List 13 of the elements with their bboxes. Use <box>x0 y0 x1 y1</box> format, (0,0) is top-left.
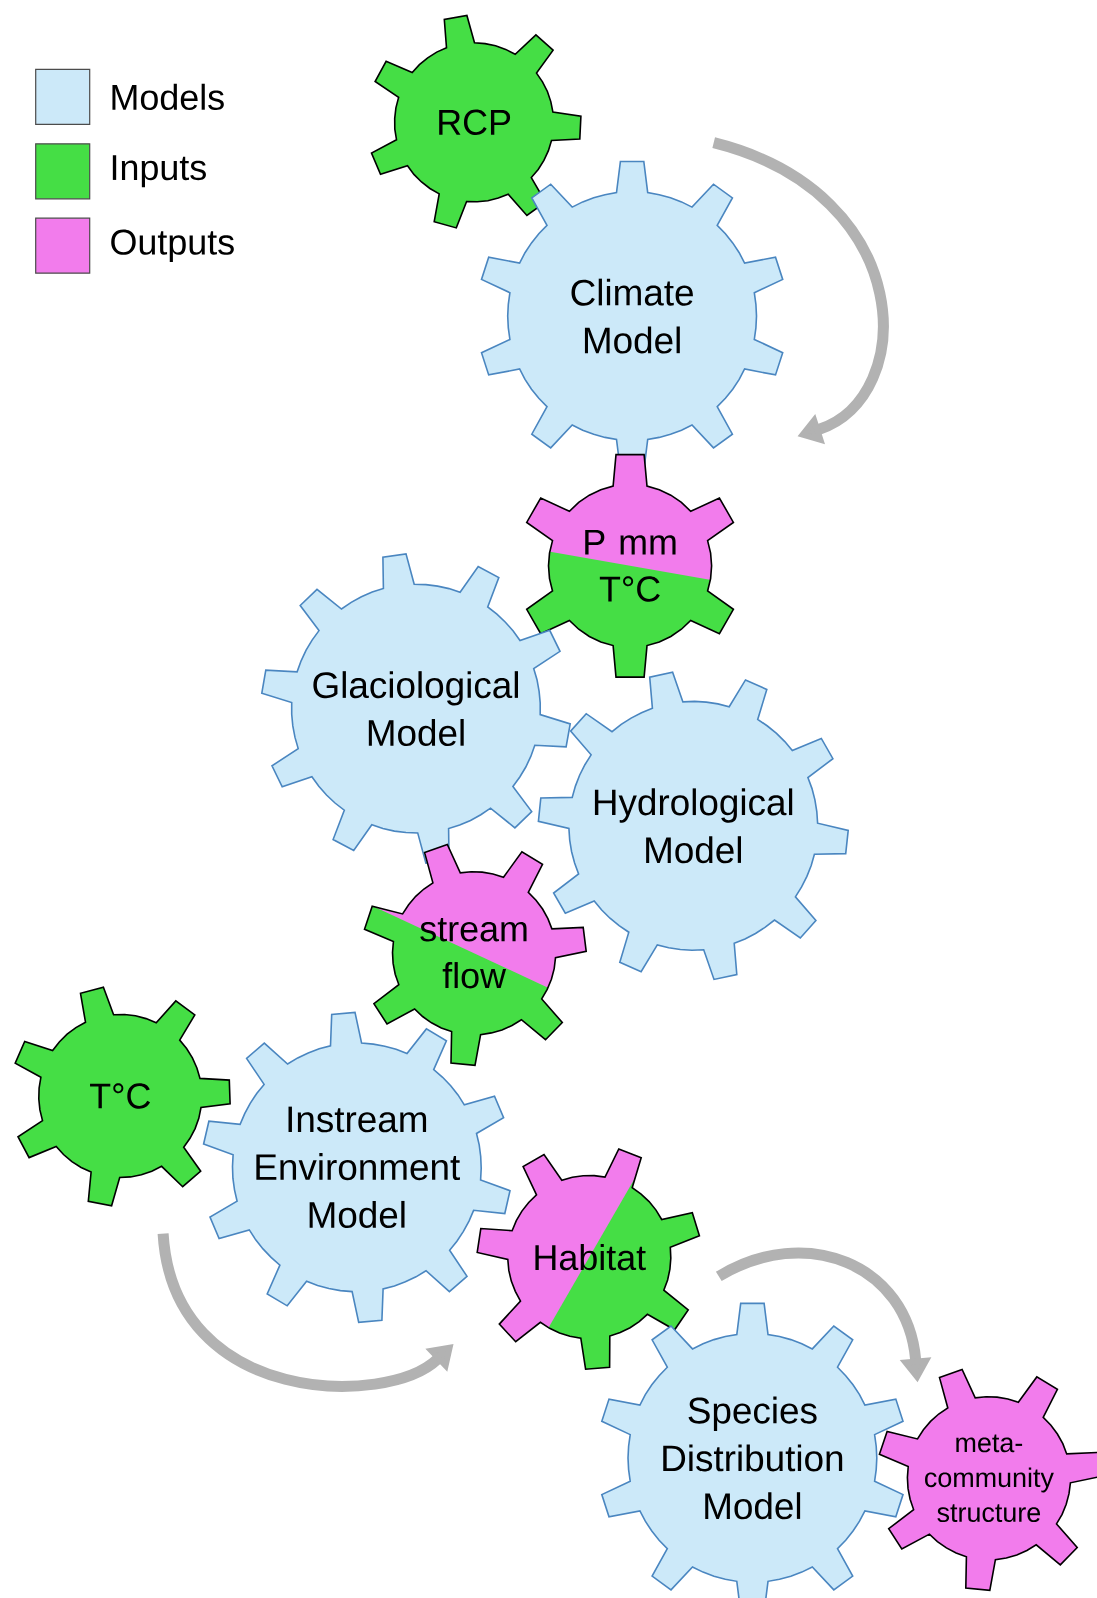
gear: RCP <box>370 14 582 229</box>
gear: stream flow <box>363 843 588 1067</box>
gear: T°C <box>14 986 231 1207</box>
gear: Climate Model <box>480 160 784 472</box>
gear: Glaciological Model <box>260 553 572 865</box>
gear: Species Distribution Model <box>600 1302 904 1598</box>
legend-label: Models <box>112 83 224 111</box>
gear: meta-community structure <box>878 1368 1097 1592</box>
legend-label: Outputs <box>111 229 234 262</box>
gear: P mm T°C <box>525 453 735 678</box>
gear: Hydrological Model <box>537 671 850 981</box>
legend-label: Inputs <box>112 155 206 188</box>
gear: Instream Environment Model <box>202 1011 511 1324</box>
